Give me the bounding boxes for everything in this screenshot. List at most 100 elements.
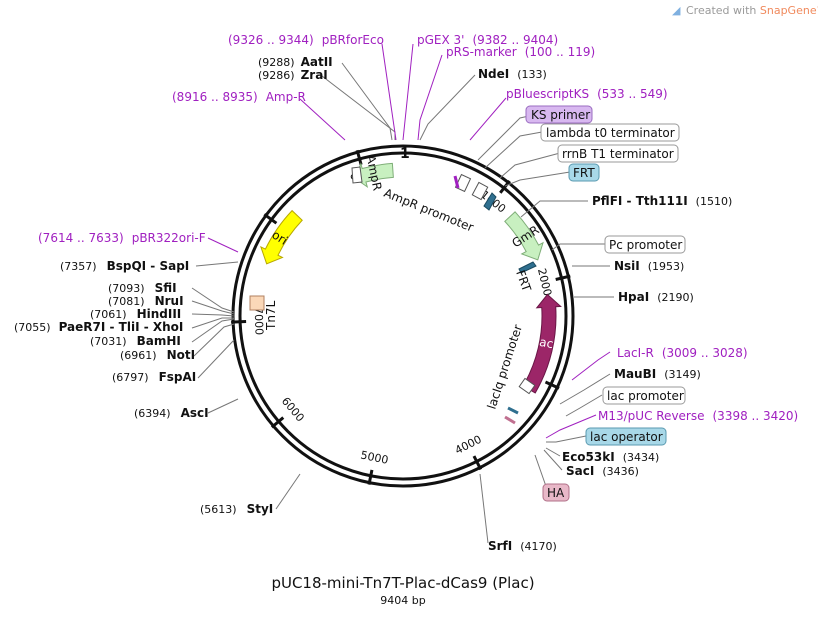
svg-text:NsiI(1953): NsiI(1953) bbox=[614, 259, 684, 273]
svg-text:(5613)StyI: (5613)StyI bbox=[200, 502, 273, 516]
primer-pbrforeco: (9326 .. 9344)pBRforEco bbox=[228, 33, 384, 47]
svg-text:Eco53kI(3434): Eco53kI(3434) bbox=[562, 450, 659, 464]
tick-label: 5000 bbox=[359, 449, 389, 467]
svg-text:Created with SnapGene®: Created with SnapGene® bbox=[686, 3, 818, 17]
tick-label: 6000 bbox=[279, 395, 307, 425]
feature-label-laci: lacI bbox=[535, 334, 558, 352]
svg-text:(7031)BamHI: (7031)BamHI bbox=[90, 334, 181, 348]
primer-labels: (9326 .. 9344)pBRforEco pGEX 3'(9382 .. … bbox=[38, 33, 798, 423]
site-asci: (6394)AscI bbox=[134, 406, 209, 420]
site-bamhi: (7031)BamHI bbox=[90, 334, 181, 348]
tick-mark bbox=[499, 180, 511, 194]
snapgene-branding: ◢ Created with SnapGene® bbox=[672, 3, 818, 17]
svg-text:(6797)FspAI: (6797)FspAI bbox=[112, 370, 196, 384]
svg-text:MauBI(3149): MauBI(3149) bbox=[614, 367, 701, 381]
tick-mark bbox=[270, 416, 285, 429]
plasmid-title: pUC18-mini-Tn7T-Plac-dCas9 (Plac) bbox=[271, 574, 534, 592]
site-nrui: (7081)NruI bbox=[108, 294, 184, 308]
box-lac-promoter: lac promoter bbox=[602, 386, 686, 405]
svg-text:lac promoter: lac promoter bbox=[607, 389, 684, 403]
svg-text:LacI-R(3009 .. 3028): LacI-R(3009 .. 3028) bbox=[617, 346, 748, 360]
tick-mark bbox=[472, 455, 483, 471]
site-nsii: NsiI(1953) bbox=[614, 259, 684, 273]
svg-text:(6961)NotI: (6961)NotI bbox=[120, 348, 195, 362]
svg-text:KS primer: KS primer bbox=[531, 108, 590, 122]
box-lac-operator: lac operator bbox=[585, 427, 667, 446]
tick-mark bbox=[355, 149, 363, 166]
tick-label: 7000 bbox=[252, 307, 266, 335]
tick-label: 4000 bbox=[453, 433, 484, 457]
site-ndei: NdeI(133) bbox=[478, 67, 547, 81]
svg-text:(7055)PaeR7I - TliI - XhoI: (7055)PaeR7I - TliI - XhoI bbox=[14, 320, 183, 334]
site-noti: (6961)NotI bbox=[120, 348, 195, 362]
feature-arrow-ori bbox=[260, 209, 303, 265]
frt-top-marker bbox=[483, 192, 497, 211]
site-bspqi: (7357)BspQI - SapI bbox=[60, 259, 189, 273]
ampr-promoter-label: AmpR promoter bbox=[382, 186, 476, 235]
tn7l-label: Tn7L bbox=[264, 300, 278, 331]
tick-mark bbox=[367, 469, 374, 485]
site-aatii: (9288)AatII bbox=[258, 55, 333, 69]
primer-pbluescriptks: pBluescriptKS(533 .. 549) bbox=[506, 87, 668, 101]
svg-text:pGEX 3'(9382 .. 9404): pGEX 3'(9382 .. 9404) bbox=[417, 33, 558, 47]
brand-mark: ® bbox=[817, 3, 818, 12]
site-hindiii: (7061)HindIII bbox=[90, 307, 181, 321]
svg-text:(7081)NruI: (7081)NruI bbox=[108, 294, 184, 308]
ha-marker bbox=[504, 415, 516, 425]
primer-amp-r: (8916 .. 8935)Amp-R bbox=[172, 90, 306, 104]
svg-text:HpaI(2190): HpaI(2190) bbox=[618, 290, 694, 304]
box-frt: FRT bbox=[568, 163, 600, 182]
laciq-promoter-marker bbox=[518, 377, 536, 395]
tn7l-marker bbox=[249, 295, 265, 311]
svg-text:(7093)SfiI: (7093)SfiI bbox=[108, 281, 177, 295]
right-enzyme-labels: NdeI(133) PflFI - Tth111I(1510) NsiI(195… bbox=[478, 67, 732, 553]
brand-logo-icon: ◢ bbox=[672, 4, 681, 17]
brand-name: SnapGene bbox=[760, 4, 817, 17]
svg-text:M13/pUC Reverse(3398 .. 3420): M13/pUC Reverse(3398 .. 3420) bbox=[598, 409, 798, 423]
site-styi: (5613)StyI bbox=[200, 502, 273, 516]
site-saci: SacI(3436) bbox=[566, 464, 639, 478]
primer-m13-puc-reverse: M13/pUC Reverse(3398 .. 3420) bbox=[598, 409, 798, 423]
tick-mark bbox=[231, 320, 247, 324]
svg-text:lac operator: lac operator bbox=[590, 430, 663, 444]
leader-lines bbox=[191, 43, 614, 544]
brand-prefix: Created with bbox=[686, 4, 760, 17]
laciq-promoter-label: lacIq promoter bbox=[485, 323, 526, 411]
site-sfii: (7093)SfiI bbox=[108, 281, 177, 295]
rrnB-marker bbox=[471, 181, 489, 201]
svg-text:Pc promoter: Pc promoter bbox=[609, 238, 682, 252]
tick-mark bbox=[263, 213, 278, 225]
box-pc-promoter: Pc promoter bbox=[604, 235, 686, 254]
primer-pgex3: pGEX 3'(9382 .. 9404) bbox=[417, 33, 558, 47]
box-lambda-t0-terminator: lambda t0 terminator bbox=[540, 123, 680, 142]
svg-text:(9288)AatII: (9288)AatII bbox=[258, 55, 333, 69]
svg-text:rrnB T1 terminator: rrnB T1 terminator bbox=[562, 147, 674, 161]
site-fspai: (6797)FspAI bbox=[112, 370, 196, 384]
site-pflfi: PflFI - Tth111I(1510) bbox=[592, 194, 732, 208]
site-paer7i: (7055)PaeR7I - TliI - XhoI bbox=[14, 320, 183, 334]
box-ha: HA bbox=[542, 483, 570, 502]
svg-text:PflFI - Tth111I(1510): PflFI - Tth111I(1510) bbox=[592, 194, 732, 208]
tick-mark bbox=[555, 274, 571, 281]
site-srfi: SrfI(4170) bbox=[488, 539, 557, 553]
svg-text:(9326 .. 9344)pBRforEco: (9326 .. 9344)pBRforEco bbox=[228, 33, 384, 47]
feature-arrow-laci bbox=[522, 293, 562, 394]
svg-text:FRT: FRT bbox=[573, 166, 595, 180]
svg-text:NdeI(133): NdeI(133) bbox=[478, 67, 547, 81]
svg-text:(7614 .. 7633)pBR322ori-F: (7614 .. 7633)pBR322ori-F bbox=[38, 231, 206, 245]
svg-text:lambda t0 terminator: lambda t0 terminator bbox=[546, 126, 675, 140]
ks-primer-marker bbox=[453, 175, 460, 189]
svg-text:(7357)BspQI - SapI: (7357)BspQI - SapI bbox=[60, 259, 189, 273]
svg-text:(8916 .. 8935)Amp-R: (8916 .. 8935)Amp-R bbox=[172, 90, 306, 104]
site-hpai: HpaI(2190) bbox=[618, 290, 694, 304]
left-enzyme-labels: (9288)AatII (9286)ZraI (7357)BspQI - Sap… bbox=[14, 55, 333, 516]
frt-mid-label: FRT bbox=[513, 268, 534, 294]
svg-text:(7061)HindIII: (7061)HindIII bbox=[90, 307, 181, 321]
svg-text:HA: HA bbox=[547, 486, 565, 500]
site-eco53ki: Eco53kI(3434) bbox=[562, 450, 659, 464]
site-maubi: MauBI(3149) bbox=[614, 367, 701, 381]
primer-pbr322ori-f: (7614 .. 7633)pBR322ori-F bbox=[38, 231, 206, 245]
svg-text:pRS-marker(100 .. 119): pRS-marker(100 .. 119) bbox=[446, 45, 595, 59]
box-ks-primer: KS primer bbox=[525, 105, 593, 124]
